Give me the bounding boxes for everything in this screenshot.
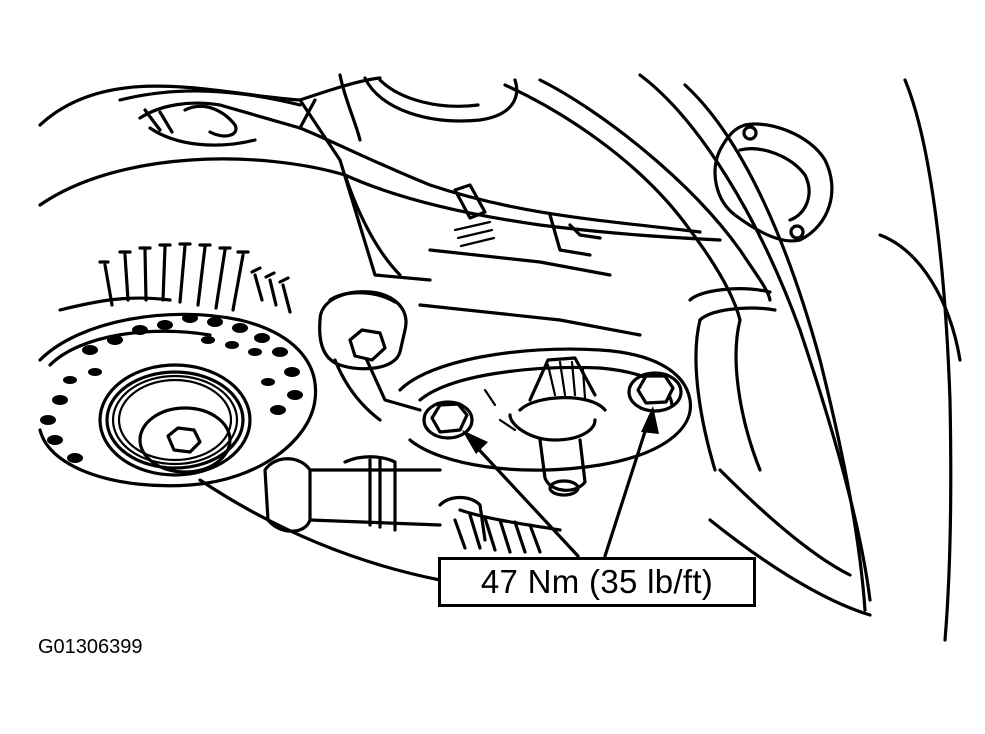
coolant-pipe [503, 78, 777, 472]
callout-leaders [462, 406, 659, 558]
figure-id: G01306399 [38, 636, 143, 658]
arrow-head-left [462, 430, 488, 454]
torque-callout: 47 Nm (35 lb/ft) [438, 557, 756, 607]
engine-bay-outline [38, 73, 962, 642]
torque-label: 47 Nm (35 lb/ft) [480, 563, 714, 600]
arrow-head-right [641, 406, 659, 434]
mounting-bracket [298, 98, 642, 422]
air-duct [363, 76, 519, 123]
pulley-holes [40, 313, 303, 463]
lower-hose [263, 455, 562, 554]
pump-bolt-left [422, 400, 474, 440]
pump-bolt-right [627, 371, 683, 413]
crankshaft-pulley [38, 312, 318, 488]
bracket-bolt [318, 290, 408, 371]
trigger-wheel-teeth [98, 242, 292, 314]
thermostat-flange [713, 122, 834, 243]
upper-hose [138, 98, 722, 248]
